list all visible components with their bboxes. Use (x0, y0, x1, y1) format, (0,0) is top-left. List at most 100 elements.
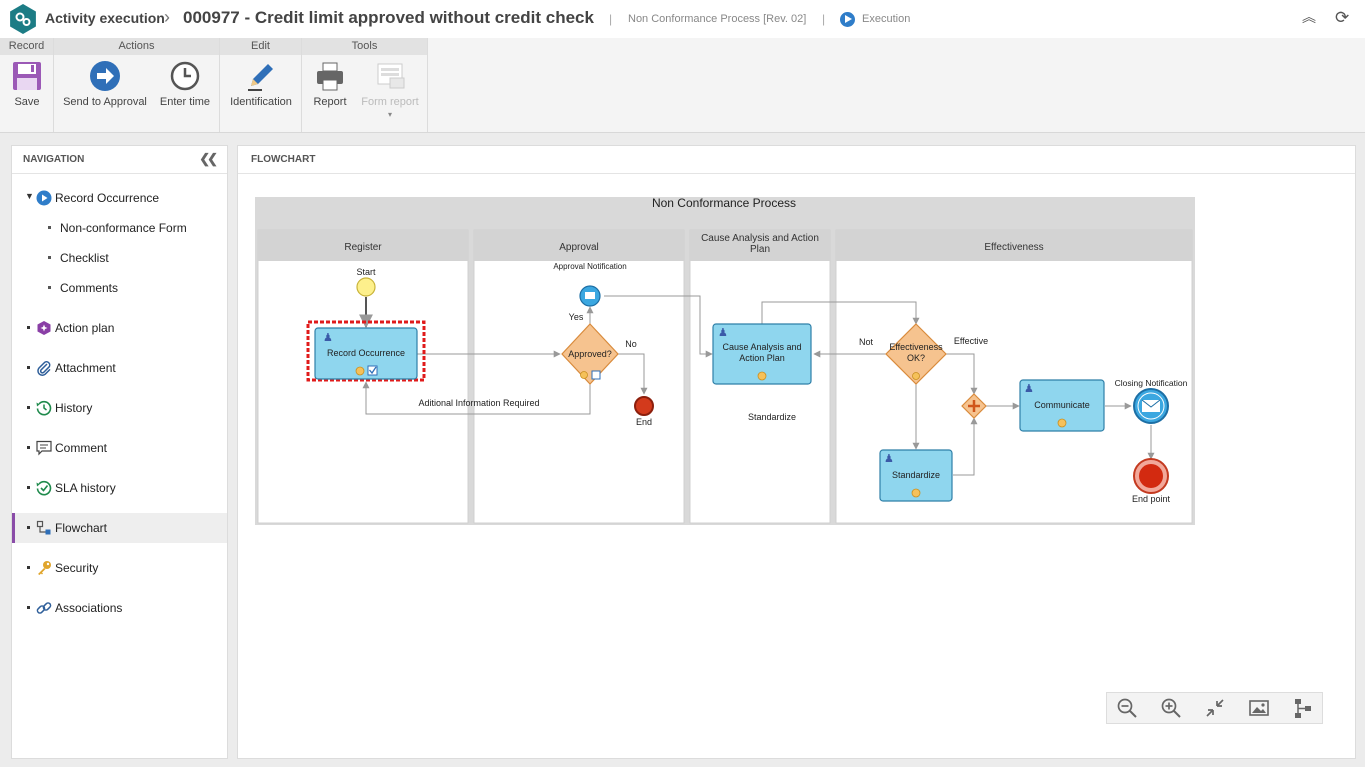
expand-caret-icon[interactable]: ▼ (25, 191, 34, 201)
task-label: Record Occurrence (327, 348, 405, 358)
export-image-icon[interactable] (1248, 697, 1270, 719)
bullet (27, 526, 30, 529)
form-report-button[interactable]: Form report ▾ (358, 58, 422, 119)
identification-button[interactable]: Identification (225, 58, 297, 108)
task-communicate[interactable] (1019, 379, 1105, 432)
play-circle-icon (36, 190, 52, 206)
timer-icon (912, 372, 920, 380)
form-report-icon (374, 60, 406, 92)
nav-item-label: Security (55, 561, 99, 575)
record-title: 000977 - Credit limit approved without c… (183, 8, 594, 27)
collapse-navigation-icon[interactable]: ❮❮ (199, 151, 218, 166)
clock-icon (169, 60, 201, 92)
navigation-panel: NAVIGATION ❮❮ ▼ Record Occurrence Non-co… (11, 145, 228, 759)
refresh-icon[interactable]: ⟳ (1335, 8, 1350, 27)
nav-item-attachment[interactable]: Attachment (12, 353, 227, 383)
ribbon-group-edit: Edit Identification (220, 38, 302, 132)
gateway-effectiveness[interactable] (885, 323, 947, 385)
report-button[interactable]: Report (307, 58, 353, 108)
send-to-approval-button[interactable]: Send to Approval (60, 58, 150, 108)
ribbon-group-label: Edit (220, 38, 301, 55)
user-task-icon: ♟ (718, 327, 728, 339)
flowchart-icon (36, 520, 52, 536)
end-point-label: End point (1132, 494, 1171, 504)
lane-title: Cause Analysis and Action Plan (701, 233, 819, 255)
standardize-path-label: Standardize (748, 412, 796, 422)
nav-item-label: Attachment (55, 361, 116, 375)
zoom-toolbar (1106, 692, 1323, 724)
yes-label: Yes (569, 312, 584, 322)
lane-approval (473, 229, 685, 524)
user-task-icon: ♟ (1024, 383, 1034, 395)
task-standardize[interactable] (879, 449, 953, 502)
task-label: Cause Analysis and Action Plan (722, 342, 802, 363)
task-record-occurrence[interactable] (314, 327, 418, 380)
bullet (48, 226, 51, 229)
nav-item-label: History (55, 401, 93, 415)
zoom-in-icon[interactable] (1160, 697, 1182, 719)
zoom-out-icon[interactable] (1116, 697, 1138, 719)
lane-header (474, 230, 684, 261)
enter-time-button[interactable]: Enter time (156, 58, 214, 108)
end-event[interactable] (634, 396, 654, 416)
approval-notification-label-wrapper: Approval Notification (553, 262, 626, 271)
save-label: Save (14, 96, 40, 108)
collapse-header-icon[interactable]: ︽ (1302, 9, 1316, 25)
identification-label: Identification (230, 96, 292, 108)
timer-icon (757, 371, 767, 381)
action-plan-icon (36, 320, 52, 336)
navigation-title: NAVIGATION (23, 154, 85, 165)
flowchart-header: FLOWCHART (238, 146, 1355, 174)
start-event[interactable] (356, 277, 376, 297)
bullet (27, 366, 30, 369)
gateway-approved[interactable] (561, 323, 619, 385)
nav-item-security[interactable]: Security (12, 553, 227, 583)
not-label: Not (859, 337, 874, 347)
timer-icon (1057, 418, 1067, 428)
app-logo-icon (10, 4, 36, 34)
breadcrumb-chevron-icon: › (164, 7, 170, 27)
ribbon-group-record: Record Save (0, 38, 54, 132)
ribbon-group-tools: Tools Report Form report ▾ (302, 38, 428, 132)
nav-item-label: Comment (55, 441, 108, 455)
ribbon-group-actions: Actions Send to Approval Enter time (54, 38, 220, 132)
check-mark-icon (369, 366, 377, 375)
nav-item-history[interactable]: History (12, 393, 227, 423)
connectors (359, 295, 1155, 476)
ribbon-group-label: Tools (302, 38, 427, 55)
nav-item-sla-history[interactable]: SLA history (12, 473, 227, 503)
bullet (27, 566, 30, 569)
bullet (27, 406, 30, 409)
task-cause-analysis[interactable] (712, 323, 812, 385)
save-button[interactable]: Save (7, 58, 47, 108)
nav-item-checklist[interactable]: Checklist (12, 243, 227, 273)
nav-item-action-plan[interactable]: Action plan (12, 313, 227, 343)
bpmn-diagram: Non Conformance Process Register Approva… (255, 196, 1195, 525)
lane-title-wrapper: Cause Analysis and Action Plan (701, 233, 819, 255)
bullet (27, 606, 30, 609)
arrow-right-circle-icon (89, 60, 121, 92)
diagram-layout-icon[interactable] (1292, 697, 1314, 719)
comment-icon (36, 440, 52, 456)
nav-item-comments[interactable]: Comments (12, 273, 227, 303)
nav-item-flowchart[interactable]: Flowchart (12, 513, 227, 543)
separator: | (609, 12, 613, 26)
nav-item-label: SLA history (55, 481, 116, 495)
fit-to-screen-icon[interactable] (1204, 697, 1226, 719)
nav-item-associations[interactable]: Associations (12, 593, 227, 623)
ribbon-group-label: Record (0, 38, 53, 55)
closing-notification-label: Closing Notification (1115, 378, 1188, 388)
flowchart-panel: FLOWCHART Non Conformance Process Regist… (237, 145, 1356, 759)
nav-item-label: Non-conformance Form (60, 221, 187, 235)
gateway-label: Effectiveness OK? (889, 342, 943, 363)
lane-title: Effectiveness (984, 242, 1043, 253)
navigation-header: NAVIGATION ❮❮ (12, 146, 227, 174)
nav-item-record-occurrence[interactable]: ▼ Record Occurrence (12, 183, 227, 213)
separator: | (822, 12, 826, 26)
pencil-icon (245, 60, 277, 92)
sla-history-icon (36, 480, 52, 496)
floppy-disk-icon (11, 60, 43, 92)
nav-item-non-conformance-form[interactable]: Non-conformance Form (12, 213, 227, 243)
bullet (48, 286, 51, 289)
nav-item-comment[interactable]: Comment (12, 433, 227, 463)
